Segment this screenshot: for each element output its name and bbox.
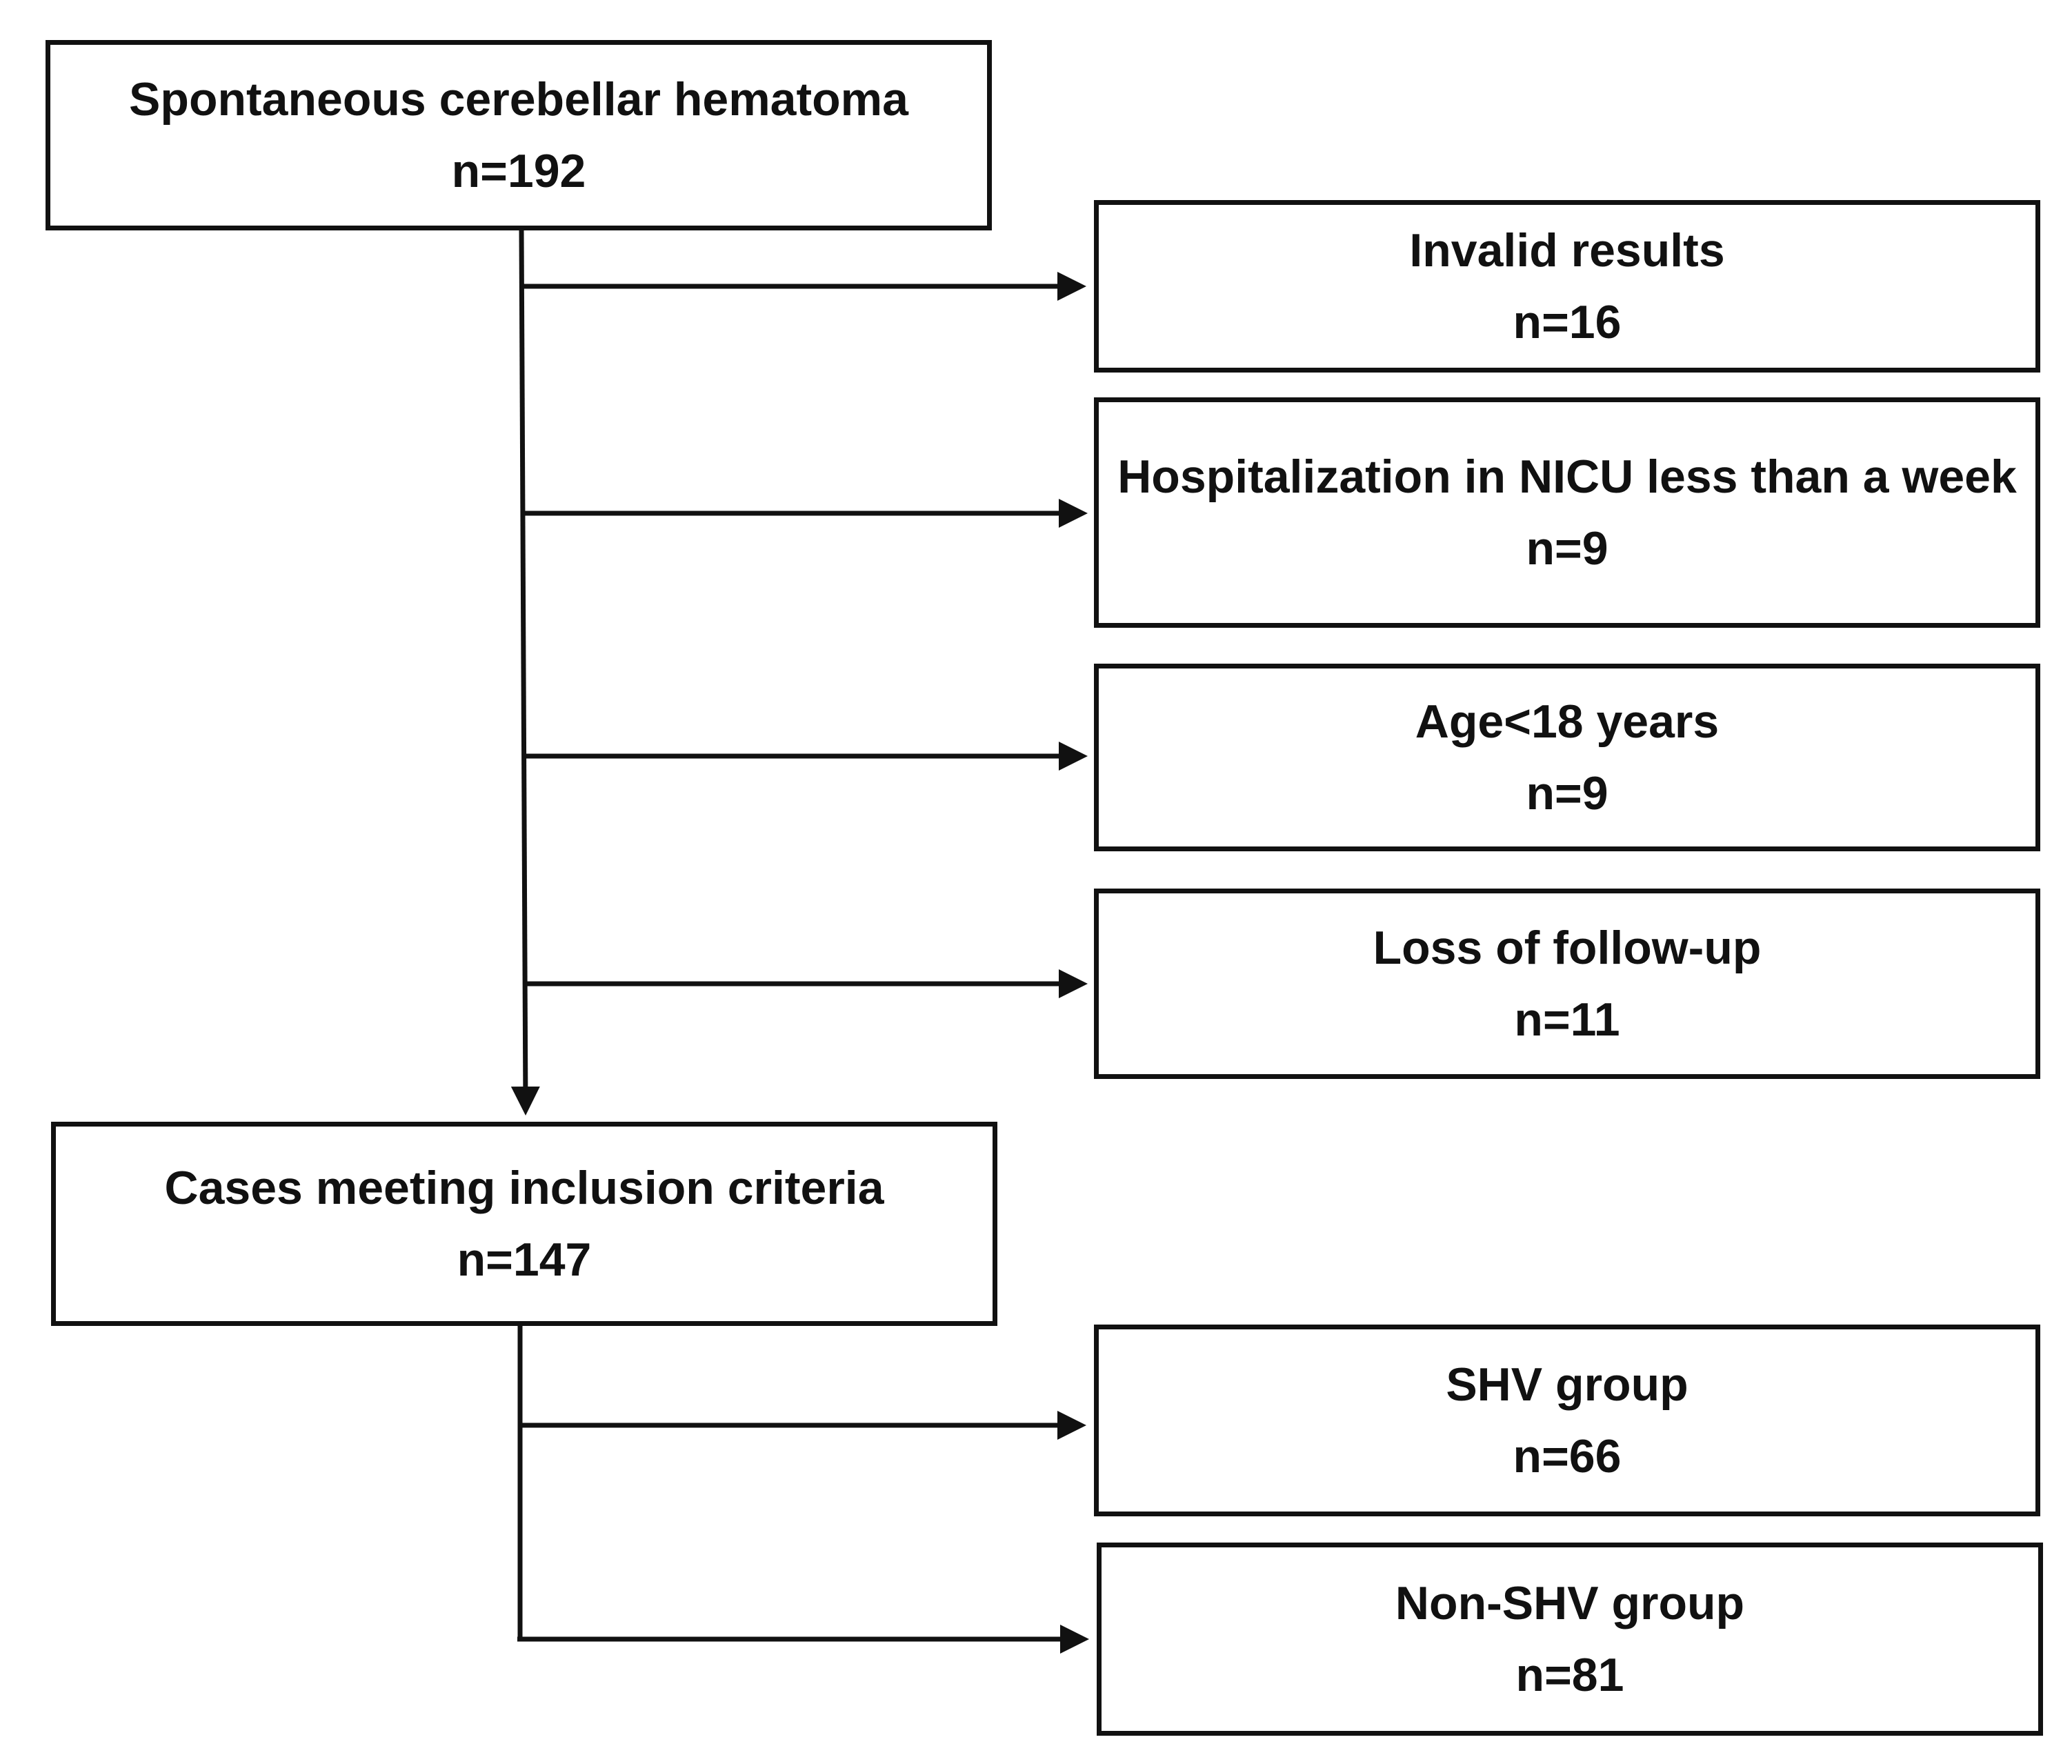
- exclusion-box-invalid-results: Invalid results n=16: [1094, 200, 2040, 373]
- group-count: n=81: [1515, 1649, 1624, 1701]
- group-count: n=66: [1513, 1430, 1622, 1483]
- exclusion-label: Age<18 years: [1415, 695, 1720, 748]
- exclusion-count: n=16: [1513, 296, 1622, 348]
- start-count: n=192: [451, 145, 586, 197]
- start-label: Spontaneous cerebellar hematoma: [129, 73, 908, 126]
- group-box-shv: SHV group n=66: [1094, 1325, 2040, 1516]
- group-label: SHV group: [1446, 1358, 1689, 1411]
- exclusion-count: n=11: [1514, 993, 1620, 1046]
- inclusion-label: Cases meeting inclusion criteria: [164, 1162, 884, 1214]
- trunk-line: [510, 230, 540, 1116]
- exclusion-box-age: Age<18 years n=9: [1094, 664, 2040, 851]
- exclusion-label: Loss of follow-up: [1373, 922, 1762, 974]
- exclusion-count: n=9: [1526, 522, 1608, 575]
- group-box-non-shv: Non-SHV group n=81: [1097, 1543, 2043, 1736]
- inclusion-count: n=147: [457, 1233, 592, 1286]
- exclusion-box-nicu-hospitalization: Hospitalization in NICU less than a week…: [1094, 397, 2040, 628]
- exclusion-count: n=9: [1526, 767, 1608, 820]
- exclusion-label: Hospitalization in NICU less than a week: [1117, 450, 2017, 503]
- group-label: Non-SHV group: [1395, 1577, 1745, 1629]
- start-box: Spontaneous cerebellar hematoma n=192: [46, 40, 992, 230]
- exclusion-box-loss-of-follow-up: Loss of follow-up n=11: [1094, 889, 2040, 1079]
- inclusion-box: Cases meeting inclusion criteria n=147: [51, 1122, 997, 1326]
- exclusion-label: Invalid results: [1409, 224, 1725, 277]
